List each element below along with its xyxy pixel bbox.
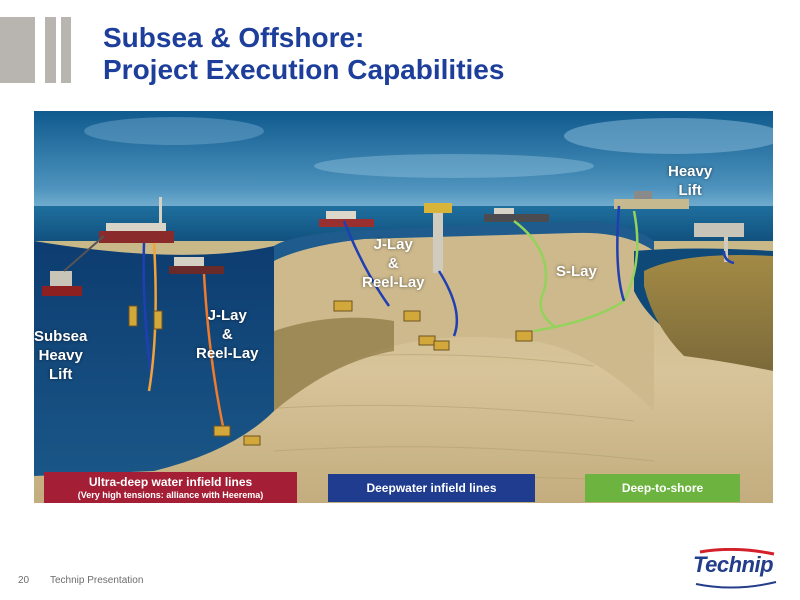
banner-ultra-deep-line2: (Very high tensions: alliance with Heere…: [77, 489, 264, 500]
crane-vessel: [42, 235, 105, 296]
banner-deepwater-label: Deepwater infield lines: [366, 481, 497, 495]
banner-ultra-deep-line1: Ultra-deep water infield lines: [88, 474, 253, 489]
label-subsea-heavy-lift-line1: Subsea: [34, 328, 88, 345]
label-jlay-reellay-center-line1: J-Lay: [373, 236, 413, 253]
label-jlay-reellay-left-line2: &: [221, 326, 233, 343]
label-jlay-reellay-center-line3: Reel-Lay: [362, 274, 425, 291]
label-heavy-lift-line1: Heavy: [668, 163, 713, 180]
label-s-lay: S-Lay: [556, 262, 597, 281]
subsea-illustration: [34, 111, 773, 503]
label-jlay-reellay-left-line3: Reel-Lay: [196, 345, 259, 362]
label-jlay-reellay-left-line1: J-Lay: [207, 307, 247, 324]
label-heavy-lift-line2: Lift: [678, 182, 702, 199]
banner-ultra-deep: Ultra-deep water infield lines (Very hig…: [44, 472, 297, 503]
page-number: 20: [18, 575, 30, 586]
slide-title-line1: Subsea & Offshore:: [103, 22, 365, 53]
slide-title-line2: Project Execution Capabilities: [103, 54, 505, 85]
platform-right: [694, 223, 744, 262]
label-s-lay-text: S-Lay: [556, 263, 597, 280]
slay-vessel: [484, 208, 549, 222]
banner-deep-to-shore: Deep-to-shore: [585, 474, 740, 502]
label-jlay-reellay-left: J-Lay & Reel-Lay: [196, 306, 259, 363]
slide-title: Subsea & Offshore: Project Execution Cap…: [103, 22, 504, 86]
label-jlay-reellay-center-line2: &: [387, 255, 399, 272]
technip-logo-text: Technip: [693, 552, 774, 577]
spar-platform: [424, 203, 452, 273]
technip-logo: Technip: [690, 547, 780, 592]
label-subsea-heavy-lift-line3: Lift: [49, 366, 73, 383]
banner-deepwater: Deepwater infield lines: [328, 474, 535, 502]
label-jlay-reellay-center: J-Lay & Reel-Lay: [362, 235, 425, 292]
technip-logo-swoosh: [695, 547, 777, 589]
label-heavy-lift: Heavy Lift: [668, 162, 712, 200]
footer-presentation-label: Technip Presentation: [50, 575, 144, 586]
pipelay-vessel-center: [319, 211, 374, 227]
heavy-lift-vessel: [614, 191, 689, 209]
pipelay-vessel-left: [169, 257, 224, 274]
fpso-vessel: [99, 197, 174, 243]
label-subsea-heavy-lift: Subsea Heavy Lift: [34, 327, 87, 384]
header-bars-decoration: [0, 17, 71, 83]
label-subsea-heavy-lift-line2: Heavy: [38, 347, 83, 364]
banner-deep-to-shore-label: Deep-to-shore: [621, 481, 704, 495]
